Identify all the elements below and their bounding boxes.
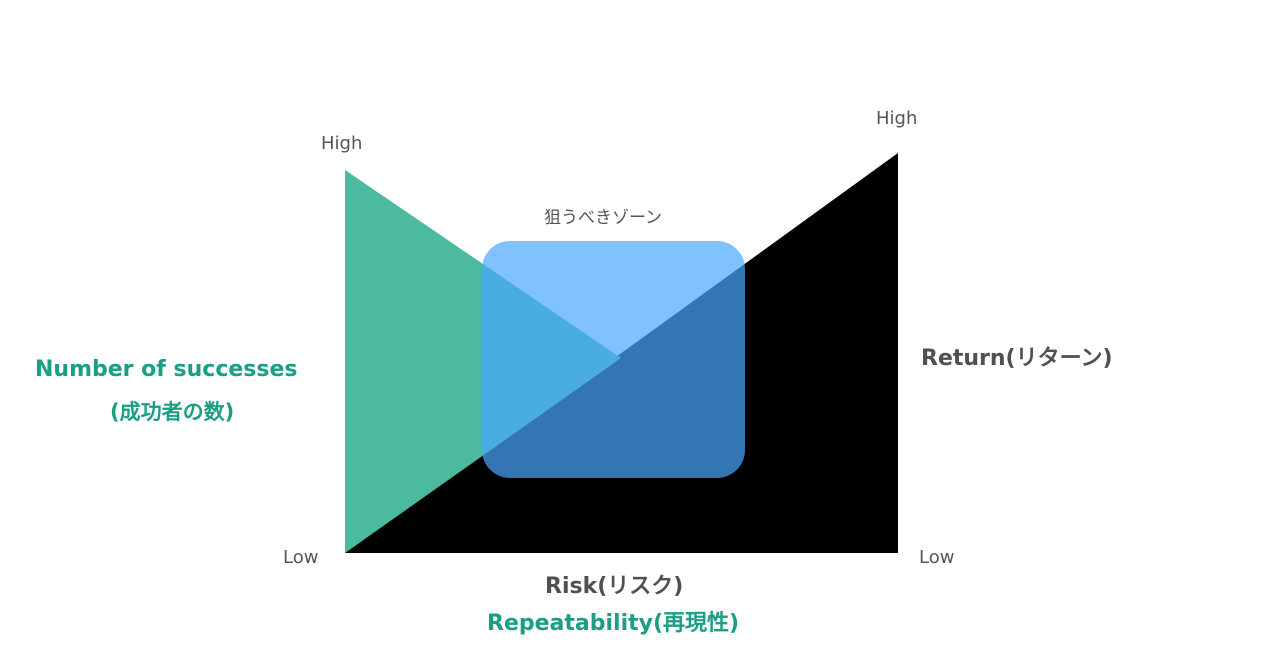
left-high-tick: High xyxy=(321,133,363,154)
successes-axis-label: Number of successes xyxy=(35,357,298,382)
left-low-tick: Low xyxy=(283,547,319,568)
repeatability-axis-label: Repeatability(再現性) xyxy=(487,611,740,636)
target-zone xyxy=(482,241,745,478)
target-zone-label: 狙うべきゾーン xyxy=(544,208,663,228)
return-axis-label: Return(リターン) xyxy=(921,346,1113,371)
right-high-tick: High xyxy=(876,108,918,129)
right-low-tick: Low xyxy=(919,547,955,568)
successes-axis-sublabel: (成功者の数) xyxy=(110,400,235,424)
risk-axis-label: Risk(リスク) xyxy=(545,574,684,599)
